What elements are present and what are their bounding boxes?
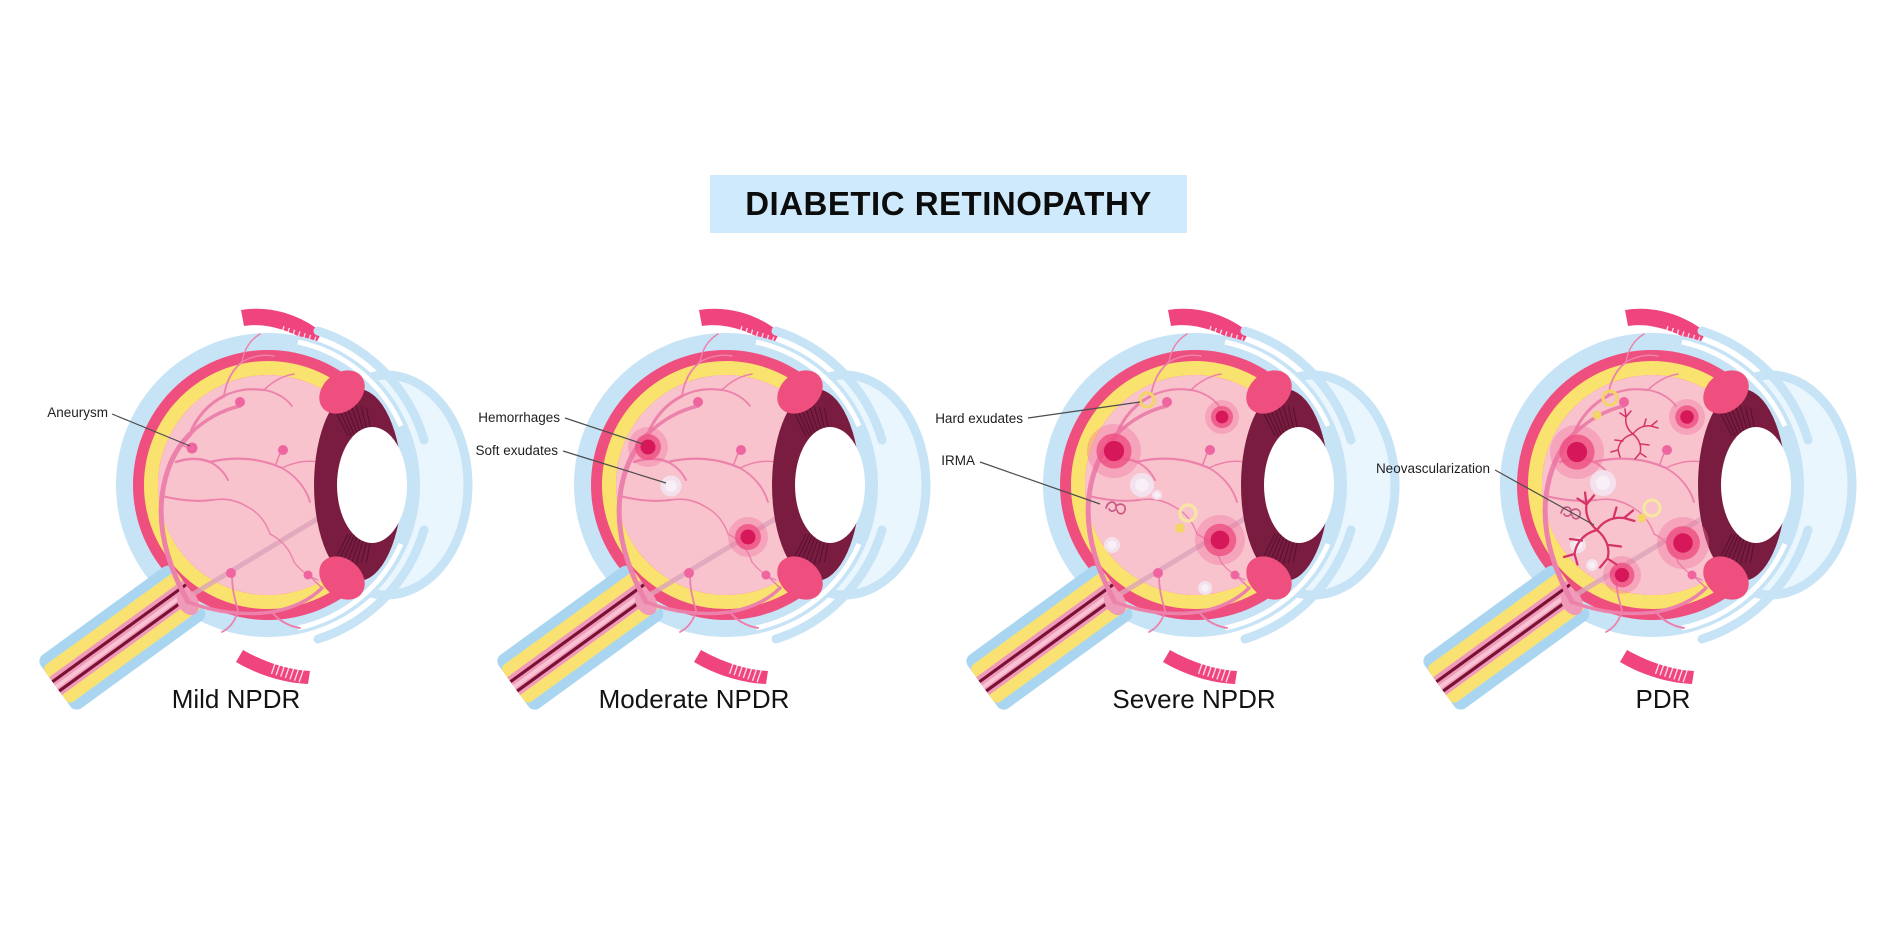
neovascularization-lesion xyxy=(1610,408,1659,460)
lens xyxy=(1264,427,1334,543)
hemorrhage-lesion xyxy=(1205,400,1239,434)
ciliary-body-bottom xyxy=(777,556,823,600)
eye-illustration-mild xyxy=(39,308,473,710)
sclera-arc-bottom xyxy=(1240,525,1356,644)
hard-exudate-lesion xyxy=(1138,391,1156,409)
optic-nerve xyxy=(497,565,664,710)
eye-panel-moderate xyxy=(496,250,956,720)
microaneurysm-dots xyxy=(186,397,313,580)
inferior-muscle xyxy=(694,650,768,684)
sclera-arc-top xyxy=(771,326,887,445)
soft-exudate-lesion xyxy=(1104,537,1120,553)
lesions-pdr xyxy=(1550,389,1709,594)
hemorrhage-lesion xyxy=(1087,424,1141,478)
eye-illustration-severe xyxy=(966,308,1400,710)
retina xyxy=(601,361,795,609)
optic-nerve xyxy=(39,565,206,710)
annotation-neovascularization: Neovascularization xyxy=(1375,461,1490,476)
inferior-muscle xyxy=(236,650,310,684)
hard-exudate-lesion xyxy=(1601,389,1619,407)
annotation-aneurysm: Aneurysm xyxy=(47,405,108,420)
soft-exudate-lesion xyxy=(660,475,682,497)
sclera-arc-top xyxy=(313,326,429,445)
stage-label-severe: Severe NPDR xyxy=(1112,684,1276,714)
hemorrhage-lesion xyxy=(1603,556,1641,594)
optic-nerve xyxy=(966,565,1133,710)
eye-panel-mild xyxy=(38,250,498,720)
sclera-gap-top xyxy=(1681,339,1788,428)
irma-lesion xyxy=(1105,501,1126,515)
retinal-vessels xyxy=(1085,333,1251,633)
title-text: DIABETIC RETINOPATHY xyxy=(745,185,1152,222)
hard-exudate-lesion xyxy=(1178,503,1198,523)
sclera-gap-bottom xyxy=(755,542,862,631)
stage-label-pdr: PDR xyxy=(1635,684,1691,714)
hemorrhage-lesion xyxy=(1550,425,1604,479)
soft-exudate-lesion xyxy=(1198,581,1212,595)
sclera-arc-bottom xyxy=(313,525,429,644)
soft-exudate-lesion xyxy=(1590,470,1616,496)
hemorrhage-lesion xyxy=(728,517,768,557)
lens xyxy=(337,427,407,543)
eye-panel-severe xyxy=(965,250,1425,720)
retina xyxy=(143,361,337,609)
hemorrhage-lesion xyxy=(1657,517,1709,569)
stage-label-mild: Mild NPDR xyxy=(171,684,301,714)
ciliary-body-top xyxy=(1246,370,1292,414)
sclera-arc-top xyxy=(1240,326,1356,445)
sclera-gap-bottom xyxy=(297,542,404,631)
sclera-gap-top xyxy=(297,339,404,428)
retinal-vessels xyxy=(158,333,324,633)
optic-nerve xyxy=(1423,565,1590,710)
lens xyxy=(1721,427,1791,543)
sclera-arc-top xyxy=(1697,326,1813,445)
inferior-muscle xyxy=(1163,650,1237,684)
ciliary-body-top xyxy=(1703,370,1749,414)
annotation-hard-exudates: Hard exudates xyxy=(935,411,1023,426)
lesions-severe xyxy=(1087,391,1245,595)
ciliary-body-top xyxy=(777,370,823,414)
eye-panel-pdr xyxy=(1422,250,1882,720)
sclera-arc-bottom xyxy=(771,525,887,644)
hard-exudate-dot xyxy=(1592,410,1602,420)
hard-exudate-lesion xyxy=(1642,498,1662,518)
sclera-gap-bottom xyxy=(1681,542,1788,631)
ciliary-body-top xyxy=(319,370,365,414)
ciliary-body-bottom xyxy=(319,556,365,600)
eye-illustration-pdr xyxy=(1423,308,1857,710)
ciliary-body-bottom xyxy=(1246,556,1292,600)
annotation-hemorrhages: Hemorrhages xyxy=(478,410,560,425)
stage-label-moderate: Moderate NPDR xyxy=(598,684,790,714)
ciliary-body-bottom xyxy=(1703,556,1749,600)
hemorrhage-lesion xyxy=(1669,399,1705,435)
soft-exudate-lesion xyxy=(1152,490,1162,500)
hemorrhage-lesion xyxy=(1195,515,1245,565)
annotation-soft-exudates: Soft exudates xyxy=(475,443,558,458)
sclera-gap-top xyxy=(1224,339,1331,428)
lens xyxy=(795,427,865,543)
hemorrhage-lesion xyxy=(628,427,668,467)
title-banner: DIABETIC RETINOPATHY xyxy=(710,175,1187,233)
hard-exudate-dot xyxy=(1637,513,1647,523)
sclera-gap-bottom xyxy=(1224,542,1331,631)
soft-exudate-lesion xyxy=(1130,473,1154,497)
soft-exudate-lesion xyxy=(1586,559,1598,571)
annotation-irma: IRMA xyxy=(941,453,975,468)
sclera-gap-top xyxy=(755,339,862,428)
sclera-arc-bottom xyxy=(1697,525,1813,644)
hard-exudate-dot xyxy=(1175,523,1185,533)
inferior-muscle xyxy=(1620,650,1694,684)
eye-illustration-moderate xyxy=(497,308,931,710)
